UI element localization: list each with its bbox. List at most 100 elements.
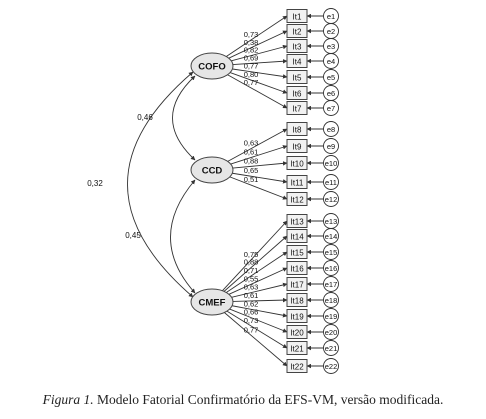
error-label-e18: e18 <box>325 296 338 305</box>
error-node-e11 <box>323 174 339 190</box>
item-box-it11 <box>286 175 308 189</box>
factor-label-cofo: COFO <box>198 62 225 73</box>
item-label-it11: It11 <box>291 178 304 187</box>
item-box-it10 <box>286 156 308 170</box>
correlation-arc-cofo-ccd <box>172 75 196 161</box>
error-label-e10: e10 <box>325 159 338 168</box>
item-label-it15: It15 <box>290 248 304 257</box>
error-node-e12 <box>323 191 339 207</box>
item-label-it17: It17 <box>290 280 304 289</box>
loading-path-it20 <box>229 308 288 333</box>
loading-path-it3 <box>231 44 288 62</box>
item-label-it2: It2 <box>293 27 302 36</box>
loading-path-it5 <box>232 68 288 79</box>
item-box-it14 <box>286 229 308 243</box>
error-label-e15: e15 <box>325 248 338 257</box>
error-label-e6: e6 <box>327 89 335 98</box>
item-label-it19: It19 <box>290 312 304 321</box>
item-box-it7 <box>286 101 308 115</box>
error-label-e8: e8 <box>327 125 335 134</box>
error-node-e18 <box>323 292 339 308</box>
loading-value-it14: 0,88 <box>244 258 259 267</box>
item-label-it9: It9 <box>293 142 302 151</box>
error-label-e19: e19 <box>325 312 338 321</box>
error-label-e3: e3 <box>327 42 335 51</box>
error-label-e11: e11 <box>325 178 337 187</box>
loading-path-it9 <box>230 145 288 165</box>
loading-path-it10 <box>232 161 288 169</box>
loading-path-it22 <box>224 312 288 367</box>
item-box-it5 <box>286 70 308 84</box>
item-box-it9 <box>286 139 308 153</box>
loading-value-it4: 0,69 <box>244 53 259 62</box>
factor-label-ccd: CCD <box>202 166 223 177</box>
loading-path-it14 <box>223 235 288 292</box>
loading-value-it5: 0,77 <box>244 62 259 71</box>
loading-value-it6: 0,80 <box>244 70 259 79</box>
error-node-e8 <box>323 121 339 137</box>
error-label-e12: e12 <box>325 195 338 204</box>
error-node-e7 <box>323 100 339 116</box>
error-label-e7: e7 <box>327 104 335 113</box>
correlation-value-cofo-ccd: 0,46 <box>137 113 153 122</box>
error-label-e20: e20 <box>325 328 338 337</box>
factor-label-cmef: CMEF <box>199 298 226 309</box>
loading-value-it3: 0,82 <box>244 46 259 55</box>
error-label-e4: e4 <box>327 57 335 66</box>
loading-value-it10: 0,88 <box>244 156 259 165</box>
loading-value-it16: 0,55 <box>244 274 259 283</box>
loading-path-it13 <box>222 220 288 292</box>
error-node-e5 <box>323 69 339 85</box>
error-label-e16: e16 <box>325 264 338 273</box>
loading-value-it9: 0,61 <box>244 148 259 157</box>
error-node-e4 <box>323 53 339 69</box>
item-label-it3: It3 <box>293 42 302 51</box>
loading-path-it12 <box>229 176 288 200</box>
item-label-it16: It16 <box>290 264 304 273</box>
correlation-arc-cofo-cmef <box>127 71 194 298</box>
loading-path-it1 <box>226 15 288 57</box>
error-node-e16 <box>323 260 339 276</box>
item-label-it12: It12 <box>290 195 304 204</box>
item-box-it15 <box>286 245 308 259</box>
loading-value-it7: 0,77 <box>244 78 259 87</box>
item-box-it20 <box>286 325 308 339</box>
item-label-it13: It13 <box>290 217 304 226</box>
loading-path-it2 <box>228 30 288 59</box>
error-label-e1: e1 <box>327 12 335 21</box>
loading-value-it20: 0,66 <box>244 308 259 317</box>
item-box-it17 <box>286 277 308 291</box>
item-box-it8 <box>286 122 308 136</box>
loading-value-it21: 0,73 <box>244 316 259 325</box>
item-box-it13 <box>286 214 308 228</box>
loading-value-it15: 0,71 <box>244 266 259 275</box>
cfa-path-diagram: e1e2e3e4e5e6e7e8e9e10e11e12e13e14e15e16e… <box>87 8 339 374</box>
loading-value-it13: 0,75 <box>244 250 259 259</box>
error-node-e14 <box>323 228 339 244</box>
caption-text: Modelo Fatorial Confirmatório da EFS-VM,… <box>93 392 444 407</box>
error-label-e17: e17 <box>325 280 338 289</box>
item-label-it22: It22 <box>290 362 304 371</box>
item-box-it22 <box>286 359 308 373</box>
correlation-arc-ccd-cmef <box>170 179 196 294</box>
correlation-value-ccd-cmef: 0,45 <box>125 231 141 240</box>
item-box-it19 <box>286 309 308 323</box>
error-label-e5: e5 <box>327 73 335 82</box>
loading-path-it7 <box>227 74 288 109</box>
loading-value-it1: 0,73 <box>244 30 259 39</box>
loading-value-it11: 0,65 <box>244 166 259 175</box>
loading-path-it21 <box>226 310 288 349</box>
error-node-e17 <box>323 276 339 292</box>
loading-value-it8: 0,63 <box>244 139 259 148</box>
error-node-e20 <box>323 324 339 340</box>
factor-node-cmef <box>190 288 234 316</box>
error-label-e21: e21 <box>325 344 338 353</box>
loading-path-it15 <box>226 251 288 293</box>
item-label-it21: It21 <box>290 344 304 353</box>
error-node-e10 <box>323 155 339 171</box>
figure-label: Figura 1. <box>42 392 94 407</box>
error-label-e13: e13 <box>325 217 338 226</box>
loading-path-it8 <box>227 128 288 162</box>
item-label-it5: It5 <box>293 73 302 82</box>
loading-value-it18: 0,61 <box>244 291 259 300</box>
